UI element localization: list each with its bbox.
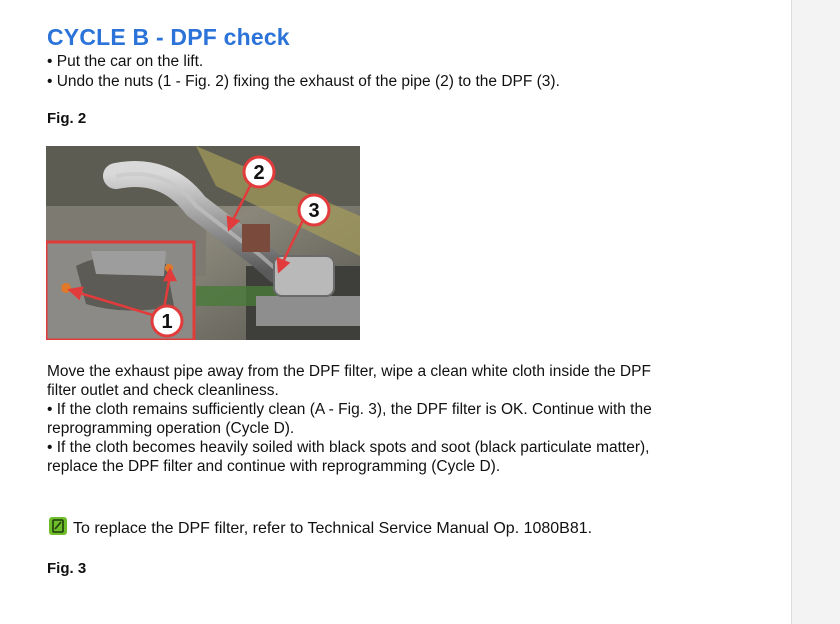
note-text: To replace the DPF filter, refer to Tech… — [73, 520, 593, 537]
note-icon — [49, 517, 67, 535]
document-page: CYCLE B - DPF check • Put the car on the… — [46, 24, 652, 577]
svg-text:3: 3 — [308, 200, 319, 222]
intro-line-1: • Put the car on the lift. — [47, 53, 204, 70]
figure-3-label: Fig. 3 — [47, 560, 87, 577]
page-title: CYCLE B - DPF check — [47, 24, 290, 50]
body-line-4: reprogramming operation (Cycle D). — [47, 420, 295, 437]
viewer-side-panel — [791, 0, 840, 624]
svg-text:1: 1 — [161, 311, 172, 333]
callout-2: 2 — [242, 155, 276, 189]
intro-line-2: • Undo the nuts (1 - Fig. 2) fixing the … — [47, 73, 560, 90]
exhaust-dpf-illustration: 1 2 3 — [46, 146, 360, 340]
nut-left — [61, 283, 71, 293]
body-line-5: • If the cloth becomes heavily soiled wi… — [47, 439, 650, 456]
body-line-2: filter outlet and check cleanliness. — [47, 382, 279, 399]
body-line-1: Move the exhaust pipe away from the DPF … — [47, 363, 651, 380]
body-line-3: • If the cloth remains sufficiently clea… — [47, 401, 652, 418]
figure-2-image: 1 2 3 — [46, 146, 360, 340]
svg-text:2: 2 — [253, 162, 264, 184]
body-line-6: replace the DPF filter and continue with… — [47, 458, 501, 475]
callout-3: 3 — [297, 193, 331, 227]
figure-2-label: Fig. 2 — [47, 110, 87, 127]
callout-1: 1 — [150, 304, 184, 338]
